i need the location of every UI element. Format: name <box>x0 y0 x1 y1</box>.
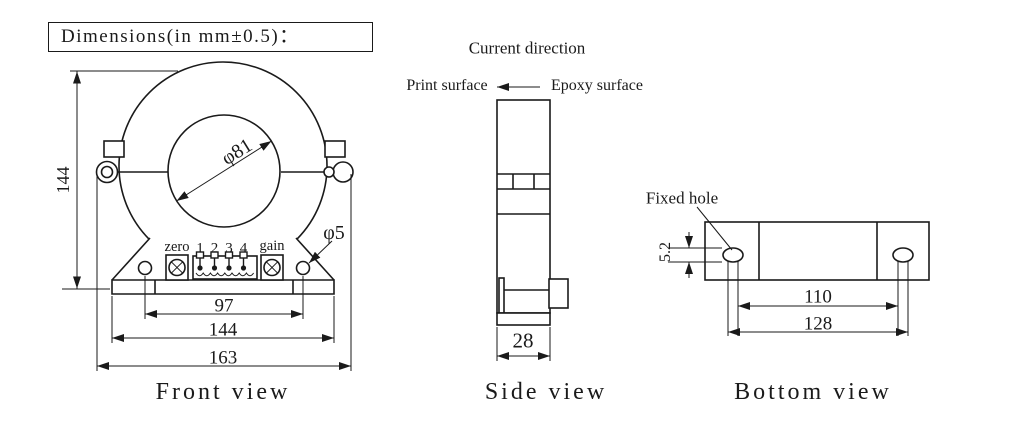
bottom-dimension-lines <box>668 232 908 336</box>
drawing-title: Dimensions(in mm±0.5)： <box>48 22 373 52</box>
mount-hole-diameter-label: φ5 <box>323 222 345 244</box>
hinge-screw-right-outer <box>332 161 354 183</box>
terminal-pins <box>195 251 255 277</box>
dim-hole-spacing-97: 97 <box>214 295 234 317</box>
zero-label: zero <box>164 238 190 255</box>
fixed-hole-leader <box>696 206 733 251</box>
hinge-screw-left-inner <box>100 165 114 179</box>
front-dimension-lines <box>62 70 352 371</box>
terminal-connector <box>192 255 258 280</box>
pin-number-1: 1 <box>196 240 204 257</box>
bottom-plate <box>704 221 930 281</box>
connector-wavy-edge <box>195 272 255 277</box>
side-view-caption: Side view <box>484 379 608 405</box>
mounting-hole-right <box>295 260 311 276</box>
dim-overall-width-163: 163 <box>208 347 238 369</box>
fixed-hole-label: Fixed hole <box>645 188 719 208</box>
current-direction-label: Current direction <box>468 38 586 58</box>
side-tab <box>498 277 505 314</box>
epoxy-surface-label: Epoxy surface <box>551 77 643 94</box>
inner-diameter-dim-line <box>176 140 272 202</box>
side-base <box>496 312 551 326</box>
pin-number-3: 3 <box>225 240 233 257</box>
pin-number-4: 4 <box>239 240 248 257</box>
dim-base-length-128: 128 <box>803 313 833 335</box>
zero-adjust-screw <box>165 254 189 281</box>
phi5-leader-arrow <box>308 240 333 264</box>
hinge-block-right <box>324 140 346 158</box>
pin-number-2: 2 <box>210 240 219 257</box>
front-view-caption: Front view <box>155 379 291 405</box>
front-view-drawing <box>62 61 354 371</box>
base-slope-left <box>111 237 151 281</box>
mounting-hole-left <box>137 260 153 276</box>
bottom-view-drawing <box>668 206 930 336</box>
bottom-view-caption: Bottom view <box>734 379 892 405</box>
print-surface-label: Print surface <box>406 77 488 94</box>
dim-hole-spacing-110: 110 <box>804 286 832 308</box>
side-view-drawing <box>496 83 569 361</box>
side-dimension-lines <box>496 327 551 361</box>
dim-slot-height-5-2: 5.2 <box>657 242 674 262</box>
side-protrusion <box>548 278 569 309</box>
dim-height-144: 144 <box>53 166 73 194</box>
gain-adjust-screw <box>260 254 284 281</box>
side-body <box>496 99 551 314</box>
base-plate <box>111 279 335 295</box>
gain-label: gain <box>259 237 285 254</box>
dim-base-width-144: 144 <box>208 319 238 341</box>
hinge-block-left <box>103 140 125 158</box>
hinge-screw-right-inner <box>323 166 335 178</box>
fixed-hole-left <box>722 247 744 263</box>
fixed-hole-right <box>892 247 914 263</box>
dim-thickness-28: 28 <box>512 328 534 353</box>
drawing-title-text: Dimensions(in mm±0.5)： <box>61 26 300 47</box>
